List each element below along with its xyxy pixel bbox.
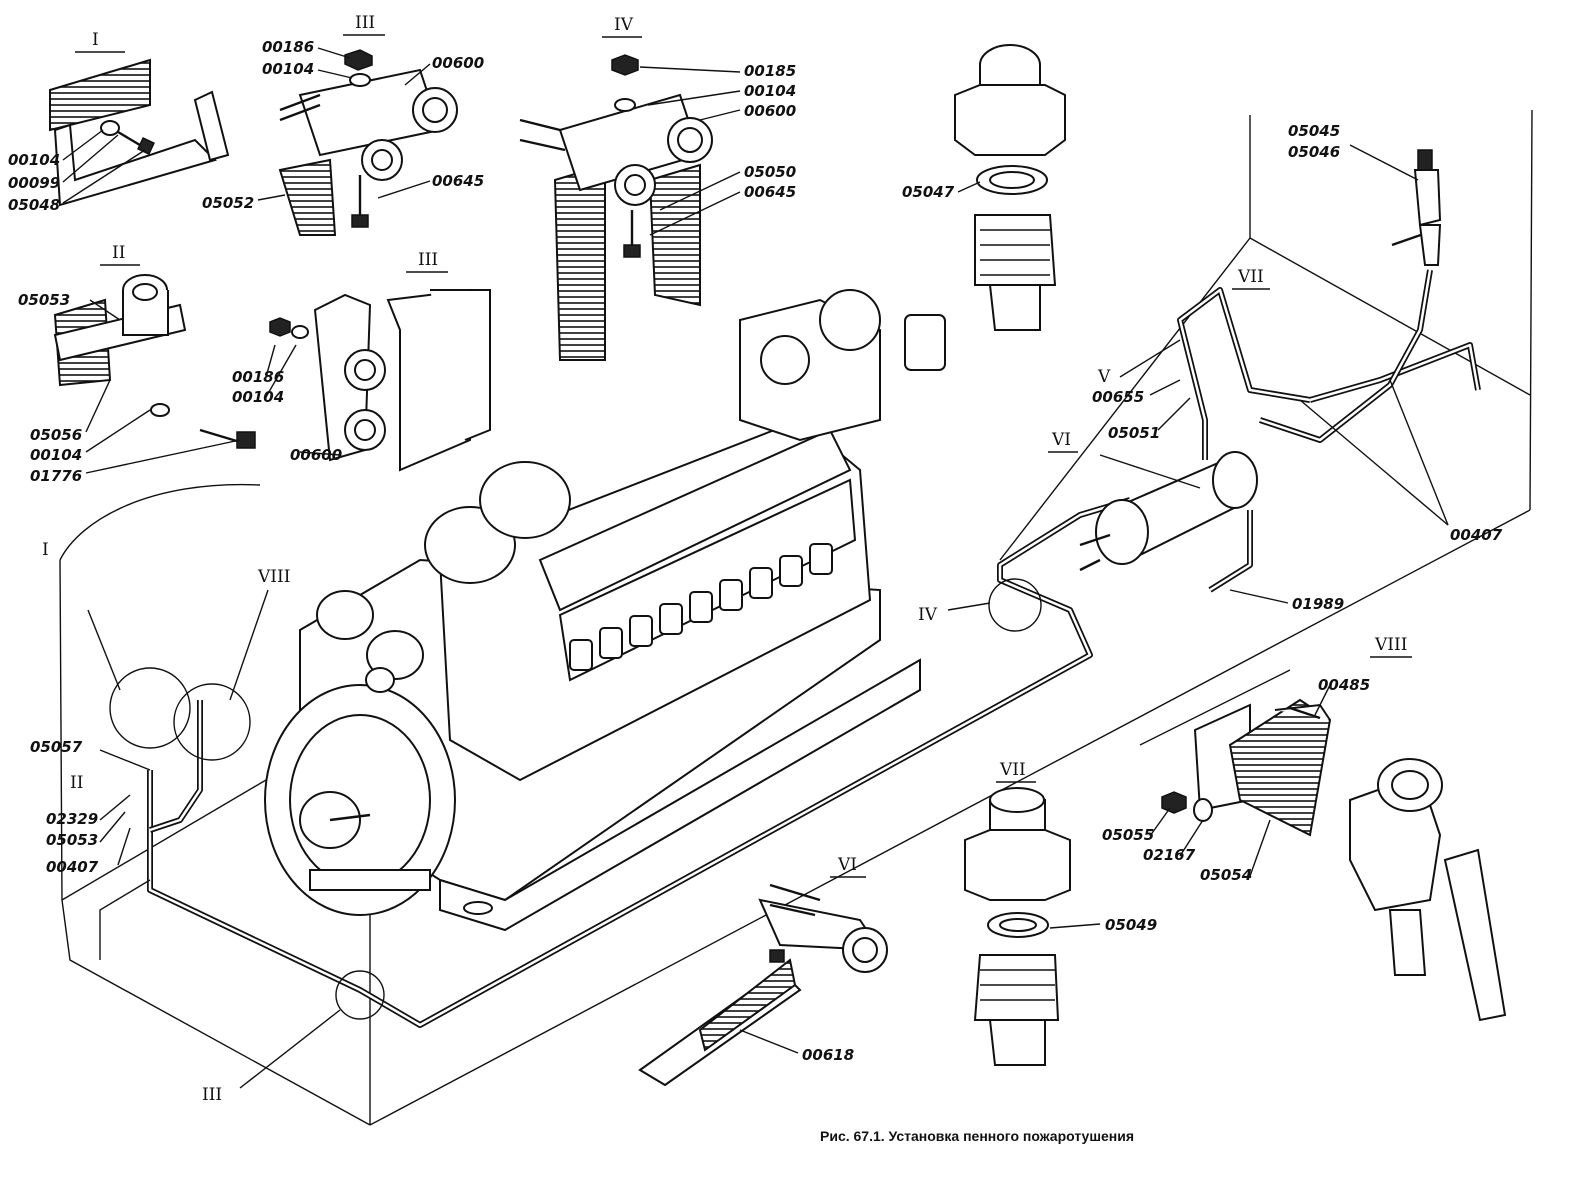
part-label-05052: 05052: [202, 194, 254, 212]
detail-view-III-clamp: [278, 49, 458, 236]
part-label-05045: 05045: [1288, 122, 1340, 140]
part-label-00186: 00186: [232, 368, 284, 386]
part-label-00104: 00104: [262, 60, 314, 78]
valve-05045: [1391, 149, 1442, 266]
detail-view-III-mid: [269, 288, 491, 472]
part-label-00104: 00104: [8, 151, 60, 169]
part-labels: 00104 00099 05048 00186 00104 00600 0064…: [8, 38, 1503, 1064]
view-label-IV: IV: [614, 15, 634, 35]
view-label-V: V: [1097, 367, 1111, 387]
part-label-05057: 05057: [30, 738, 83, 756]
detail-view-VI-clamp: [638, 883, 888, 1087]
view-label-VIII-detail: VIII: [1374, 635, 1407, 655]
part-label-00645: 00645: [744, 183, 796, 201]
part-label-00655: 00655: [1092, 388, 1144, 406]
view-label-III-mid: III: [418, 250, 438, 270]
part-label-00645: 00645: [432, 172, 484, 190]
detail-view-I: [49, 58, 230, 207]
part-label-00600: 00600: [744, 102, 796, 120]
part-label-05053: 05053: [18, 291, 70, 309]
part-label-05048: 05048: [8, 196, 60, 214]
part-label-05051: 05051: [1108, 424, 1160, 442]
part-label-00407: 00407: [1450, 526, 1503, 544]
part-label-05050: 05050: [744, 163, 796, 181]
foam-tank: [1079, 451, 1258, 572]
part-label-00104: 00104: [30, 446, 82, 464]
view-label-VIII: VIII: [257, 567, 290, 587]
diesel-engine: [264, 289, 946, 932]
part-label-00600: 00600: [432, 54, 484, 72]
part-label-00600: 00600: [290, 446, 342, 464]
callout-label-I: I: [42, 540, 49, 560]
view-label-VII: VII: [1237, 267, 1264, 287]
view-label-VI: VI: [1051, 430, 1071, 450]
view-label-I: I: [92, 30, 99, 50]
detail-view-VIII-valve: [1139, 669, 1507, 1022]
union-05049: [964, 787, 1071, 1066]
view-label-II: II: [112, 243, 125, 263]
view-label-III-top: III: [355, 13, 375, 33]
part-label-00618: 00618: [802, 1046, 854, 1064]
part-label-00485: 00485: [1318, 676, 1370, 694]
part-label-05055: 05055: [1102, 826, 1154, 844]
view-label-VII-bottom: VII: [999, 760, 1026, 780]
callout-circles: [109, 578, 1042, 1020]
part-label-01989: 01989: [1292, 595, 1344, 613]
detail-view-II-bracket: [53, 274, 256, 449]
callout-label-II: II: [70, 773, 83, 793]
part-label-02329: 02329: [46, 810, 98, 828]
part-label-00186: 00186: [262, 38, 314, 56]
cylinder-heads: [569, 543, 833, 671]
part-label-05047: 05047: [902, 183, 955, 201]
part-label-00185: 00185: [744, 62, 796, 80]
part-label-00407: 00407: [46, 858, 99, 876]
part-label-05046: 05046: [1288, 143, 1340, 161]
part-label-00104: 00104: [232, 388, 284, 406]
foam-pipeline: [99, 269, 1481, 1028]
detail-view-IV-clamp: [519, 54, 713, 361]
part-label-05054: 05054: [1200, 866, 1252, 884]
part-label-05053: 05053: [46, 831, 98, 849]
part-label-05056: 05056: [30, 426, 82, 444]
callout-label-III: III: [202, 1085, 222, 1105]
figure-caption: Рис. 67.1. Установка пенного пожаротушен…: [820, 1128, 1135, 1144]
callout-label-IV: IV: [918, 605, 938, 625]
part-label-02167: 02167: [1143, 846, 1196, 864]
part-label-01776: 01776: [30, 467, 82, 485]
part-label-00104: 00104: [744, 82, 796, 100]
part-label-00099: 00099: [8, 174, 60, 192]
union-05047: [954, 44, 1066, 331]
engine-room-frame: [59, 109, 1533, 1126]
view-headings: I II III III IV V VI VI VII VII VIII VII…: [42, 13, 1412, 1105]
leader-lines: [62, 47, 1449, 1089]
part-label-05049: 05049: [1105, 916, 1157, 934]
view-label-VI-bottom: VI: [837, 855, 857, 875]
